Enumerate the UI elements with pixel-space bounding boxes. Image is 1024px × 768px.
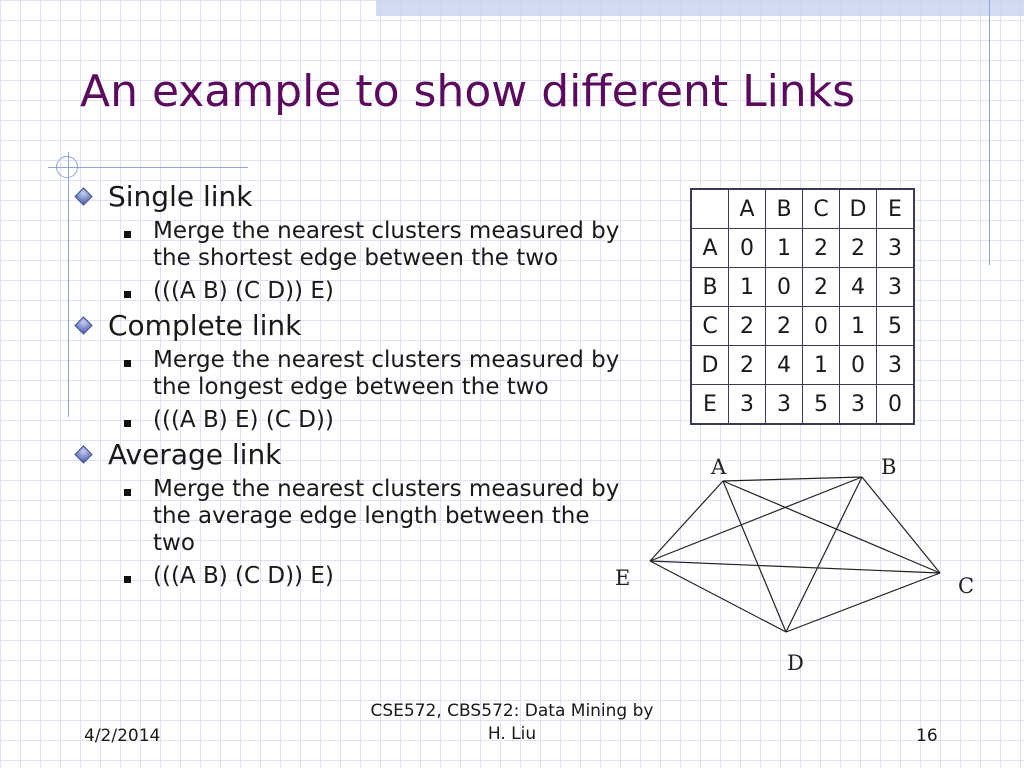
table-row: E 3 3 5 3 0 bbox=[690, 384, 915, 425]
square-bullet-icon bbox=[124, 420, 131, 427]
table-cell: C bbox=[690, 306, 729, 346]
decor-vertical-line-right bbox=[989, 0, 990, 265]
table-cell: 4 bbox=[765, 345, 803, 385]
bullet-label: Single link bbox=[108, 180, 253, 213]
decor-vertical-line-left bbox=[68, 152, 69, 417]
table-header-row: A B C D E bbox=[690, 188, 915, 229]
square-bullet-icon bbox=[124, 291, 131, 298]
table-cell: 3 bbox=[765, 384, 803, 425]
edge-b-e bbox=[649, 476, 863, 562]
bullet-average-link: Average link bbox=[72, 438, 632, 472]
bullet-label: Complete link bbox=[108, 309, 302, 342]
bullet-complete-link: Complete link bbox=[72, 309, 632, 343]
sub-bullet: (((A B) (C D)) E) bbox=[72, 563, 632, 590]
table-cell: 3 bbox=[876, 228, 915, 268]
table-cell: 2 bbox=[839, 228, 877, 268]
node-label-e: E bbox=[615, 566, 630, 590]
edge-a-c bbox=[722, 480, 941, 574]
table-cell: 2 bbox=[802, 267, 840, 307]
edge-a-b bbox=[722, 476, 863, 482]
sub-bullet-text: (((A B) (C D)) E) bbox=[153, 563, 334, 589]
square-bullet-icon bbox=[124, 489, 131, 496]
table-header-cell: A bbox=[728, 188, 766, 229]
table-cell: 4 bbox=[839, 267, 877, 307]
diamond-bullet-icon bbox=[74, 445, 93, 464]
table-header-cell: B bbox=[765, 188, 803, 229]
footer-course: CSE572, CBS572: Data Mining by H. Liu bbox=[352, 700, 672, 746]
footer-course-line: H. Liu bbox=[487, 724, 537, 744]
slide-title: An example to show different Links bbox=[80, 66, 856, 117]
sub-bullet-text: Merge the nearest clusters measured by t… bbox=[153, 476, 620, 556]
table-cell: 5 bbox=[802, 384, 840, 425]
sub-bullet: (((A B) (C D)) E) bbox=[72, 278, 632, 305]
table-cell: 1 bbox=[802, 345, 840, 385]
square-bullet-icon bbox=[124, 360, 131, 367]
node-label-c: C bbox=[958, 574, 974, 598]
edge-b-d bbox=[785, 476, 863, 633]
table-header-cell: E bbox=[876, 188, 915, 229]
edge-d-e bbox=[649, 560, 787, 633]
footer-date: 4/2/2014 bbox=[84, 726, 161, 746]
table-cell: 0 bbox=[728, 228, 766, 268]
sub-bullet-text: (((A B) E) (C D)) bbox=[153, 407, 334, 433]
square-bullet-icon bbox=[124, 576, 131, 583]
table-header-cell bbox=[690, 188, 729, 229]
edge-c-d bbox=[785, 572, 941, 633]
table-cell: 3 bbox=[839, 384, 877, 425]
table-cell: E bbox=[690, 384, 729, 425]
table-cell: 1 bbox=[839, 306, 877, 346]
table-cell: 0 bbox=[876, 384, 915, 425]
table-cell: 3 bbox=[728, 384, 766, 425]
sub-bullet-text: (((A B) (C D)) E) bbox=[153, 278, 334, 304]
decor-horizontal-line-left bbox=[48, 167, 248, 168]
table-cell: 1 bbox=[765, 228, 803, 268]
square-bullet-icon bbox=[124, 231, 131, 238]
sub-bullet: (((A B) E) (C D)) bbox=[72, 407, 632, 434]
table-cell: 2 bbox=[728, 345, 766, 385]
edge-a-e bbox=[649, 480, 724, 562]
sub-bullet-text: Merge the nearest clusters measured by t… bbox=[153, 347, 620, 400]
sub-bullet: Merge the nearest clusters measured by t… bbox=[72, 218, 632, 272]
bullet-single-link: Single link bbox=[72, 180, 632, 214]
table-cell: D bbox=[690, 345, 729, 385]
node-label-b: B bbox=[881, 455, 896, 479]
table-cell: B bbox=[690, 267, 729, 307]
table-row: A 0 1 2 2 3 bbox=[690, 228, 915, 268]
footer-page-number: 16 bbox=[916, 726, 938, 746]
table-cell: 3 bbox=[876, 267, 915, 307]
table-header-cell: D bbox=[839, 188, 877, 229]
table-cell: A bbox=[690, 228, 729, 268]
table-header-cell: C bbox=[802, 188, 840, 229]
edge-b-c bbox=[861, 476, 941, 574]
header-decor-band bbox=[376, 0, 1024, 16]
table-cell: 3 bbox=[876, 345, 915, 385]
table-cell: 5 bbox=[876, 306, 915, 346]
table-row: B 1 0 2 4 3 bbox=[690, 267, 915, 307]
cluster-graph: A B C D E bbox=[615, 455, 974, 675]
diamond-bullet-icon bbox=[74, 187, 93, 206]
sub-bullet: Merge the nearest clusters measured by t… bbox=[72, 347, 632, 401]
node-label-a: A bbox=[710, 455, 727, 479]
table-cell: 2 bbox=[765, 306, 803, 346]
footer-course-line: CSE572, CBS572: Data Mining by bbox=[370, 701, 654, 721]
decor-ring bbox=[56, 156, 78, 178]
sub-bullet: Merge the nearest clusters measured by t… bbox=[72, 476, 632, 557]
bullet-label: Average link bbox=[108, 438, 282, 471]
table-cell: 2 bbox=[728, 306, 766, 346]
table-cell: 0 bbox=[839, 345, 877, 385]
table-row: D 2 4 1 0 3 bbox=[690, 345, 915, 385]
sub-bullet-text: Merge the nearest clusters measured by t… bbox=[153, 218, 620, 271]
graph-edges bbox=[649, 476, 941, 633]
table-cell: 0 bbox=[802, 306, 840, 346]
bullet-list: Single link Merge the nearest clusters m… bbox=[72, 180, 632, 590]
edge-c-e bbox=[649, 560, 941, 574]
node-label-d: D bbox=[787, 651, 804, 675]
distance-matrix-table: A B C D E A 0 1 2 2 3 B 1 0 2 4 3 C 2 2 … bbox=[690, 188, 915, 425]
diamond-bullet-icon bbox=[74, 316, 93, 335]
table-row: C 2 2 0 1 5 bbox=[690, 306, 915, 346]
table-cell: 1 bbox=[728, 267, 766, 307]
edge-a-d bbox=[722, 480, 787, 633]
table-cell: 2 bbox=[802, 228, 840, 268]
table-cell: 0 bbox=[765, 267, 803, 307]
